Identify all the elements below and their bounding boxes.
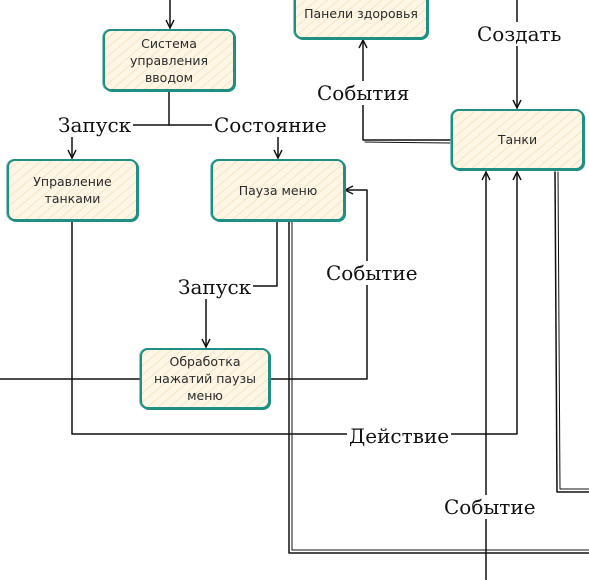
node-pause-menu-label: Пауза меню [238, 182, 318, 198]
node-pause-menu[interactable]: Пауза меню [211, 159, 345, 221]
label-launch-left: Запуск [56, 113, 134, 137]
node-pause-handler[interactable]: Обработка нажатий паузы меню [140, 348, 270, 409]
node-tank-control[interactable]: Управление танками [7, 159, 138, 221]
node-tanks[interactable]: Танки [451, 109, 584, 170]
node-health-panels[interactable]: Панели здоровья [294, 0, 428, 39]
label-event-right: Событие [324, 261, 420, 285]
label-event-bottom: Событие [442, 495, 538, 519]
label-action: Действие [347, 424, 452, 448]
node-input-system[interactable]: Система управления вводом [103, 29, 235, 91]
node-pause-handler-label: Обработка нажатий паузы меню [153, 354, 256, 403]
node-tanks-label: Танки [497, 132, 538, 147]
label-create: Создать [475, 22, 564, 46]
edge-tanks-to-right [554, 171, 589, 493]
edge-control-to-tanks [71, 172, 517, 435]
edge-tanks-to-health [363, 40, 451, 141]
label-events-top: События [315, 81, 412, 105]
edge-pause-to-right [288, 221, 589, 554]
node-input-system-label: Система управления вводом [129, 35, 209, 85]
label-launch-mid: Запуск [176, 275, 254, 299]
label-state: Состояние [212, 113, 329, 137]
node-health-panels-label: Панели здоровья [304, 6, 418, 21]
node-tank-control-label: Управление танками [33, 174, 112, 206]
